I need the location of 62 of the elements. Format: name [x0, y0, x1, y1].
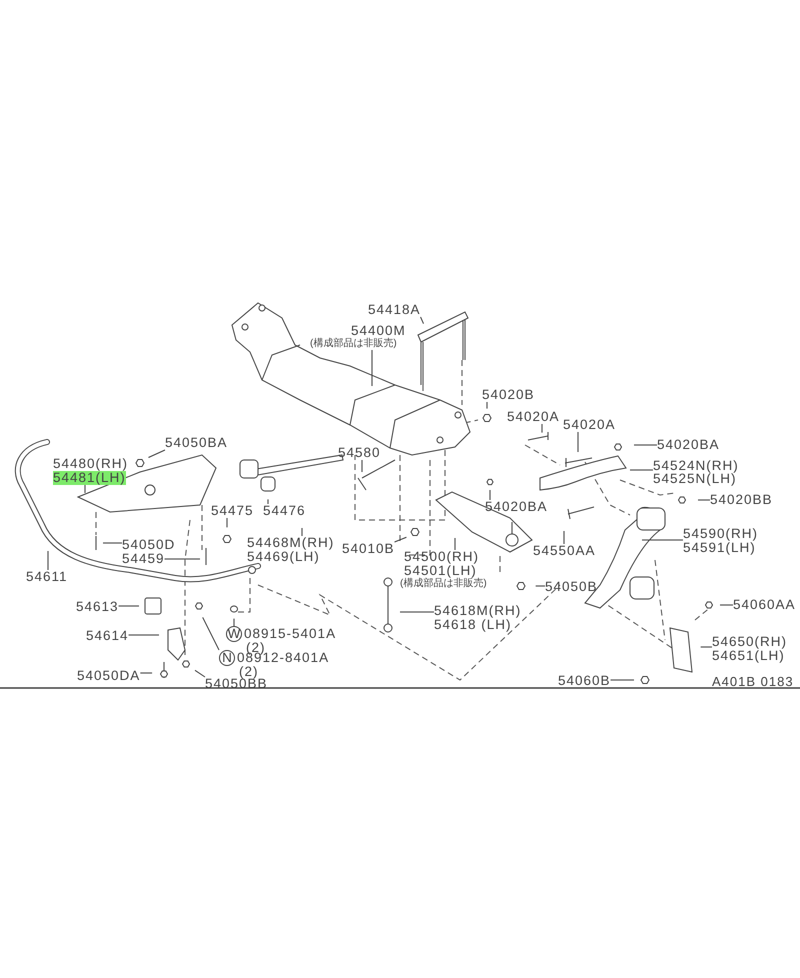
part-number: 54524N(RH)	[653, 459, 739, 472]
leader-line	[140, 672, 153, 674]
part-number: 54500(RH)	[403, 550, 480, 564]
part-number: 54590(RH)	[683, 527, 758, 541]
quantity-text: (2)	[239, 666, 258, 678]
part-number: 54020A	[507, 410, 560, 424]
note-text: (構成部品は非販売)	[310, 338, 398, 350]
part-number: 54650(RH)	[712, 635, 788, 649]
leader-line	[720, 604, 734, 606]
leader-line	[128, 634, 160, 636]
part-number: 54459	[122, 552, 165, 566]
part-number: 54591(LH)	[683, 541, 756, 555]
part-number: 54469(LH)	[247, 550, 320, 564]
part-number: 54618M(RH)	[434, 604, 522, 618]
part-number: 54613	[76, 600, 119, 614]
leader-line	[454, 538, 456, 550]
part-number: 54614	[86, 629, 129, 643]
leader-line	[102, 542, 122, 544]
part-number: 54476	[263, 504, 306, 518]
part-number: 54020BA	[485, 500, 548, 514]
part-number: 54481(LH)	[53, 471, 126, 485]
leader-line	[420, 316, 424, 324]
part-number: 54400M	[350, 324, 406, 338]
part-number: 08915-5401A	[244, 628, 336, 640]
part-number: 54480(RH)	[53, 457, 128, 471]
part-number: 54010B	[342, 542, 395, 556]
circled-letter: N	[219, 650, 235, 666]
leader-line	[84, 484, 86, 494]
part-number: 08912-8401A	[237, 652, 330, 664]
leader-line	[700, 646, 712, 648]
leader-line	[486, 402, 488, 410]
quantity-text: (2)	[246, 642, 266, 654]
note-text: (構成部品は非販売)	[400, 578, 487, 590]
drawing-code: A401B 0183	[712, 674, 794, 689]
part-number: 54050D	[122, 538, 176, 552]
part-number: 54060B	[558, 674, 611, 688]
part-number: 54050BA	[165, 436, 228, 450]
part-number: 54418A	[368, 303, 421, 317]
leader-line	[394, 536, 407, 542]
part-number: 54580	[338, 446, 381, 460]
part-number: 54525N(LH)	[653, 472, 738, 485]
part-number: 54651(LH)	[712, 649, 785, 663]
part-number: 54611	[26, 570, 68, 584]
part-number: 54020BA	[657, 438, 720, 452]
part-number: 54050B	[545, 580, 598, 594]
part-number: 54020B	[482, 388, 535, 402]
circled-letter: W	[226, 626, 242, 642]
part-number: 54475	[211, 504, 254, 518]
part-number: 54468M(RH)	[247, 536, 334, 550]
leader-line	[194, 670, 206, 678]
leader-line	[226, 518, 228, 528]
leader-line	[164, 558, 200, 560]
part-number: 54501(LH)	[404, 564, 477, 578]
part-number: 54550AA	[533, 544, 596, 558]
part-number: 54060AA	[733, 598, 796, 612]
leader-line	[634, 444, 658, 446]
part-number: 54020A	[563, 418, 616, 432]
leader-line	[202, 616, 220, 650]
part-number: 54020BB	[710, 493, 773, 507]
part-number: 54050DA	[77, 669, 140, 683]
part-number: 54618 (LH)	[434, 618, 512, 632]
leader-line	[148, 450, 166, 458]
